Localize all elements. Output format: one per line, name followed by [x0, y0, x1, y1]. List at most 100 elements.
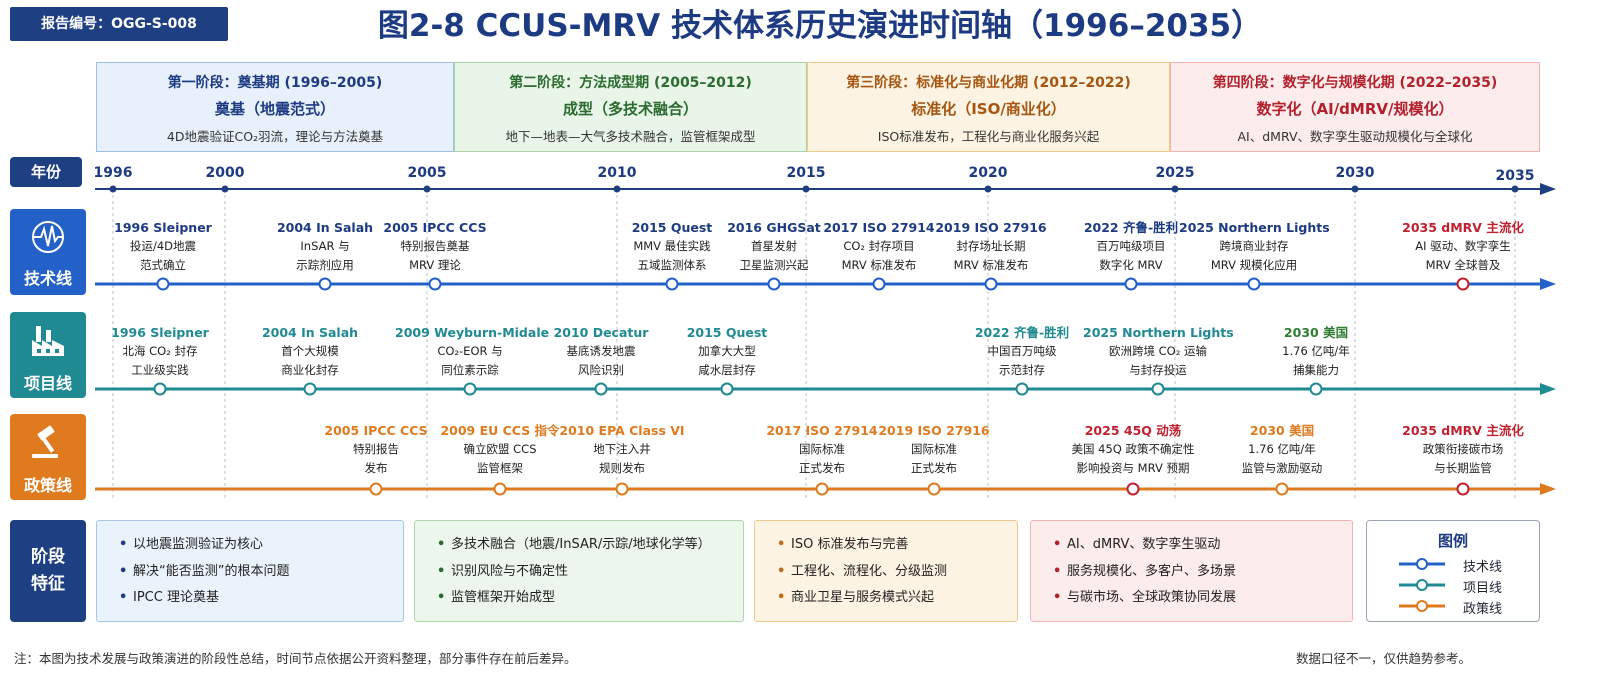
event-title: 2019 ISO 27916 [935, 220, 1047, 235]
phase-3-features: ISO 标准发布与完善 工程化、流程化、分级监测 商业卫星与服务模式兴起 [754, 520, 1018, 622]
project-line-arrow [1540, 383, 1556, 395]
event-title: 2015 Quest [686, 325, 768, 340]
event-title: 2035 dMRV 主流化 [1402, 423, 1524, 438]
event-title: 2030 美国 [1249, 423, 1315, 438]
event-title: 2005 IPCC CCS [324, 423, 428, 438]
phase-3-banner: 第三阶段：标准化与商业化期 (2012–2022) 标准化（ISO/商业化） I… [807, 62, 1170, 152]
footnote: 注：本图为技术发展与政策演进的阶段性总结，时间节点依据公开资料整理，部分事件存在… [14, 651, 577, 666]
tech-event-marker [318, 277, 332, 291]
event-title: 2004 In Salah [261, 325, 359, 340]
tech-event-marker [1456, 277, 1470, 291]
event-title: 2009 EU CCS 指令 [440, 423, 560, 438]
event-description: 1.76 亿吨/年 监管与激励驱动 [1241, 442, 1323, 475]
event-description: 欧洲跨境 CO₂ 运输 与封存投运 [1108, 344, 1207, 377]
project-row-label: 项目线 [10, 312, 86, 398]
legend-item-policy: 政策线 [1463, 602, 1503, 617]
tech-event-marker [1247, 277, 1261, 291]
event-description: 国际标准 正式发布 [911, 442, 957, 475]
legend-swatches [1399, 558, 1445, 612]
feature-item: 工程化、流程化、分级监测 [777, 559, 1017, 586]
footnote-disclaimer: 数据口径不一，仅供趋势参考。 [1296, 651, 1472, 666]
year-label: 2035 [1495, 168, 1535, 184]
event-description: 政策衔接碳市场 与长期监管 [1422, 442, 1504, 475]
event-description: 加拿大大型 咸水层封存 [698, 344, 756, 377]
phase-3-period: 第三阶段：标准化与商业化期 (2012–2022) [846, 75, 1131, 91]
event-description: 北海 CO₂ 封存 工业级实践 [122, 344, 198, 377]
page-title: 图2-8 CCUS-MRV 技术体系历史演进时间轴（1996–2035） [377, 8, 1263, 44]
project-event-marker [594, 382, 608, 396]
summary-row-label: 阶段 特征 [10, 520, 86, 622]
project-row-text: 项目线 [23, 374, 72, 393]
event-title: 2010 EPA Class VI [559, 423, 685, 438]
feature-item: 解决“能否监测”的根本问题 [119, 559, 403, 586]
event-description: 百万吨级项目 数字化 MRV [1096, 239, 1166, 272]
event-description: 中国百万吨级 示范封存 [987, 344, 1057, 377]
policy-event-marker [1275, 482, 1289, 496]
tech-event-marker [872, 277, 886, 291]
event-title: 2025 Northern Lights [1179, 220, 1330, 235]
legend-item-project: 项目线 [1463, 581, 1503, 596]
policy-row-text: 政策线 [23, 476, 72, 495]
legend-title: 图例 [1437, 532, 1468, 550]
project-event-marker [1015, 382, 1029, 396]
tech-event-marker [665, 277, 679, 291]
event-title: 1996 Sleipner [114, 220, 212, 235]
year-tick [984, 185, 992, 193]
feature-item: ISO 标准发布与完善 [777, 532, 1017, 559]
year-tick [1171, 185, 1179, 193]
report-id-badge: 报告编号：OGG-S-008 [10, 7, 228, 41]
year-tick [1511, 185, 1519, 193]
event-description: 首星发射 卫星监测兴起 [739, 239, 809, 272]
event-title: 2022 齐鲁-胜利 [974, 325, 1070, 340]
event-description: 跨境商业封存 MRV 规模化应用 [1210, 239, 1298, 272]
phase-4-banner: 第四阶段：数字化与规模化期 (2022–2035) 数字化（AI/dMRV/规模… [1170, 62, 1540, 152]
event-title: 2019 ISO 27916 [878, 423, 990, 438]
phase-4-features: AI、dMRV、数字孪生驱动 服务规模化、多客户、多场景 与碳市场、全球政策协同… [1030, 520, 1353, 622]
policy-line-arrow [1540, 483, 1556, 495]
event-title: 2022 齐鲁-胜利 [1083, 220, 1179, 235]
event-title: 2005 IPCC CCS [383, 220, 487, 235]
year-tick [802, 185, 810, 193]
policy-row-label: 政策线 [10, 414, 86, 500]
policy-event-marker [615, 482, 629, 496]
phase-1-period: 第一阶段：奠基期 (1996–2005) [167, 75, 383, 91]
year-tick [613, 185, 621, 193]
gavel-icon [32, 425, 58, 458]
event-title: 2015 Quest [631, 220, 713, 235]
feature-item: 服务规模化、多客户、多场景 [1053, 559, 1352, 586]
event-title: 2017 ISO 27914 [823, 220, 935, 235]
year-axis-arrow [1540, 183, 1556, 195]
event-description: 美国 45Q 政策不确定性 影响投资与 MRV 预期 [1071, 442, 1195, 475]
event-title: 2009 Weyburn-Midale [395, 325, 550, 340]
event-description: CO₂ 封存项目 MRV 标准发布 [841, 239, 917, 272]
event-title: 2030 美国 [1283, 325, 1349, 340]
timeline-event: 2009 EU CCS 指令确立欧盟 CCS 监管框架 [425, 422, 575, 478]
year-label: 2020 [968, 165, 1008, 181]
event-description: 特别报告 发布 [353, 442, 399, 475]
summary-row-text: 阶段 特征 [31, 547, 65, 594]
policy-event-marker [927, 482, 941, 496]
event-description: AI 驱动、数字孪生 MRV 全球普及 [1415, 239, 1511, 272]
year-label: 2005 [407, 165, 447, 181]
event-title: 2017 ISO 27914 [766, 423, 878, 438]
feature-item: 与碳市场、全球政策协同发展 [1053, 585, 1352, 612]
policy-event-marker [493, 482, 507, 496]
phase-2-summary: 地下—地表—大气多技术融合，监管框架成型 [505, 129, 756, 144]
year-tick [109, 185, 117, 193]
feature-item: 多技术融合（地震/InSAR/示踪/地球化学等） [437, 532, 743, 559]
event-description: 地下注入井 规则发布 [593, 442, 651, 475]
policy-event-marker [1126, 482, 1140, 496]
timeline-event: 2005 IPCC CCS 特别报告 发布 [301, 422, 451, 478]
project-event-marker [1309, 382, 1323, 396]
legend: 图例 技术线 项目线 政策线 [1366, 520, 1540, 622]
event-description: 确立欧盟 CCS 监管框架 [463, 442, 537, 475]
year-row-label: 年份 [10, 157, 82, 187]
phase-1-banner: 第一阶段：奠基期 (1996–2005) 奠基（地震范式） 4D地震验证CO₂羽… [96, 62, 454, 152]
